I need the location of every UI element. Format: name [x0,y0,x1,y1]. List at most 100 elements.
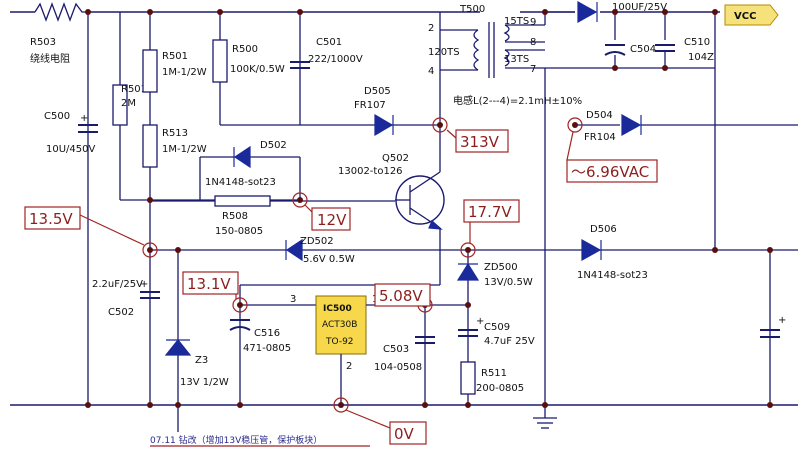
bottom-note-text: 07.11 钻改（增加13V稳压管，保护板块） [150,434,322,446]
c504-ref: C504 [630,44,656,55]
c503-value: 104-0508 [374,362,422,373]
d502-ref: D502 [260,140,287,151]
c516-ref: C516 [254,328,280,339]
zd500-value: 13V/0.5W [484,277,533,288]
right-upper: 100UF/25V C504 C510 104Z [544,0,716,405]
c501-capacitor: C501 222/1000V [290,37,363,69]
zd502-value: 5.6V 0.5W [303,254,355,265]
c501-ref: C501 [316,37,342,48]
c502-value: 2.2uF/25V [92,279,143,290]
r513-resistor: R513 1M-1/2W [142,124,207,168]
transformer-pin9: 9 [530,17,536,28]
z3-ref: Z3 [195,355,208,366]
r508-resistor: R508 150-0805 [150,195,395,237]
c516-value: 471-0805 [243,343,291,354]
voltage-135v: 13.5V [24,206,158,258]
r501a-resistor: R501 1M-1/2W [142,49,207,93]
d504-value: FR104 [584,132,616,143]
r501b-resistor: R501 2M [112,84,147,126]
transformer-pin8: 8 [530,37,536,48]
q502-value: 13002-to126 [338,166,403,177]
svg-text:+: + [778,315,786,326]
transformer-w2: 15TS [504,16,529,27]
v696-label: ～6.96VAC [571,163,649,181]
r500-resistor: R500 100K/0.5W [212,39,285,83]
v131-label: 13.1V [187,275,231,293]
svg-text:+: + [476,316,484,327]
d505-diode: D505 FR107 [354,86,394,137]
r513-ref: R513 [162,128,188,139]
transformer-pin7: 7 [530,64,536,75]
voltage-annotations: 313V ～6.96VAC 13.5V 12V 17.7V [24,117,658,445]
z3-value: 13V 1/2W [180,377,229,388]
r501b-value: 2M [121,98,136,109]
c510-value: 104Z [688,52,714,63]
r500-ref: R500 [232,44,258,55]
r503-desc: 绕线电阻 [30,52,70,65]
c503-capacitor: C503 104-0508 [374,336,435,373]
d506-value: 1N4148-sot23 [577,270,648,281]
vcc-tag: VCC [724,4,779,26]
voltage-508v: 5.08V [374,283,433,313]
ic500-pin3: 3 [290,294,296,305]
r503: R503 绕线电阻 [30,37,70,65]
d504-diode: D504 FR104 [575,110,798,143]
bottom-note: 07.11 钻改（增加13V稳压管，保护板块） [150,434,370,447]
r511-resistor: R511 200-0805 [460,361,524,395]
d504-ref: D504 [586,110,613,121]
zd502-ref: ZD502 [300,236,334,247]
zd500-ref: ZD500 [484,262,518,273]
transformer-ref: T500 [459,4,485,15]
d506-ref: D506 [590,224,617,235]
v135-label: 13.5V [29,210,73,228]
voltage-696vac: ～6.96VAC [566,117,658,183]
c509-capacitor: + C509 4.7uF 25V [458,316,535,347]
r508-value: 150-0805 [215,226,263,237]
v508-label: 5.08V [379,287,423,305]
c500-capacitor: + C500 10U/450V [44,111,98,155]
c502-ref: C502 [108,307,134,318]
svg-text:+: + [140,279,148,290]
v0-label: 0V [394,425,415,443]
d502-loop: D502 1N4148-sot23 [199,140,301,200]
transformer-w1: 120TS [428,47,460,58]
voltage-12v: 12V [292,192,351,231]
voltage-177v: 17.7V [460,199,520,258]
d505-value: FR107 [354,100,386,111]
r500-value: 100K/0.5W [230,64,285,75]
r511-ref: R511 [481,368,507,379]
vcc-label: VCC [734,11,756,22]
c510-ref: C510 [684,37,710,48]
r501b-ref: R501 [121,84,147,95]
ic500-pkg: TO-92 [325,337,354,347]
z3-zener: Z3 13V 1/2W [164,250,229,405]
r501a-ref: R501 [162,51,188,62]
v177-label: 17.7V [468,203,512,221]
r513-value: 1M-1/2W [162,144,207,155]
transformer-pin2: 2 [428,23,434,34]
transformer-note: 电感L(2---4)=2.1mH±10% [453,94,582,107]
c501-value: 222/1000V [308,54,363,65]
d505-ref: D505 [364,86,391,97]
r511-value: 200-0805 [476,383,524,394]
ic500-part: ACT30B [322,320,357,330]
c516-capacitor: C516 471-0805 [229,285,320,405]
zd502-zener: ZD502 5.6V 0.5W [285,236,355,265]
r503-ref: R503 [30,37,56,48]
c500-value: 10U/450V [46,144,96,155]
c509-ref: C509 [484,322,510,333]
q502-ref: Q502 [382,153,409,164]
v313-label: 313V [460,133,500,151]
v12-label: 12V [317,211,347,229]
d506-diode: D506 1N4148-sot23 [577,224,648,281]
c500-ref: C500 [44,111,70,122]
transformer-w3: 13TS [504,54,529,65]
ic500-ref: IC500 [323,304,352,314]
transformer-pin4: 4 [428,66,434,77]
c502-capacitor: + 2.2uF/25V C502 [92,279,160,318]
c503-ref: C503 [383,344,409,355]
voltage-313v: 313V [432,117,509,153]
c504-value: 100UF/25V [612,2,667,13]
r508-ref: R508 [222,211,248,222]
